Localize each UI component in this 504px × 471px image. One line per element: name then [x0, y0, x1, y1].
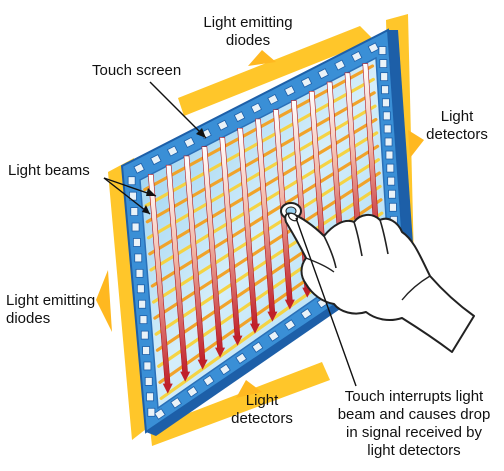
- glow-top-bulge: [248, 50, 276, 66]
- led-bottom: [284, 319, 296, 331]
- led-left: [143, 361, 152, 371]
- led-right: [380, 72, 389, 82]
- label-detectors-right-line1: Light: [440, 108, 474, 125]
- led-left: [139, 315, 148, 325]
- glow-left-bulge: [96, 270, 112, 332]
- label-emitters-left-line1: Light emitting: [6, 292, 96, 309]
- vertical-beam-arrowhead: [249, 323, 260, 334]
- led-left: [144, 377, 153, 386]
- label-detectors-right: Light detectors: [412, 108, 502, 144]
- led-bottom: [202, 374, 215, 387]
- led-left: [146, 392, 154, 402]
- led-bottom: [251, 341, 264, 353]
- leader-arrowheads: [142, 128, 206, 214]
- hand-icon: [284, 212, 475, 353]
- led-bottom: [170, 397, 182, 409]
- led-right: [387, 176, 396, 186]
- led-top: [183, 136, 196, 148]
- label-emitters-left: Light emitting diodes: [6, 292, 95, 328]
- frame-side: [388, 30, 414, 258]
- label-touch-screen: Touch screen: [92, 62, 182, 79]
- led-top: [133, 162, 145, 174]
- led-right: [384, 137, 393, 147]
- vertical-beam-arrowhead: [215, 347, 226, 358]
- label-touch-note-line4: light detectors: [367, 442, 461, 459]
- led-top: [334, 59, 346, 71]
- label-touch-note-line3: in signal received by: [346, 424, 482, 441]
- vertical-beam-arrowhead: [284, 299, 295, 310]
- led-right: [382, 111, 391, 121]
- led-left: [134, 253, 143, 263]
- led-bottom: [235, 352, 248, 365]
- led-left: [142, 346, 150, 355]
- label-emitters-top: Light emitting diodes: [188, 14, 308, 50]
- led-left: [135, 268, 144, 278]
- label-light-beams: Light beams: [8, 162, 90, 179]
- glow-right-bulge: [408, 130, 424, 158]
- led-top: [217, 119, 229, 131]
- led-top: [166, 145, 179, 157]
- led-left: [133, 238, 141, 247]
- led-left: [130, 207, 139, 216]
- led-top: [150, 154, 162, 166]
- led-right: [385, 150, 394, 160]
- glow-bottom-bulge: [236, 380, 262, 398]
- led-left: [131, 222, 140, 232]
- led-right: [381, 85, 389, 95]
- vertical-beams: [147, 63, 383, 394]
- led-top: [284, 85, 296, 97]
- label-detectors-bottom: Light detectors: [222, 392, 302, 428]
- glow-bottom: [150, 362, 330, 446]
- led-left: [127, 176, 136, 186]
- label-detectors-bottom-line1: Light: [245, 392, 279, 409]
- led-top: [300, 76, 313, 88]
- led-left: [136, 284, 145, 294]
- label-touch-note: Touch interrupts light beam and causes d…: [326, 388, 502, 460]
- led-bottom: [267, 330, 280, 342]
- label-touch-note-line1: Touch interrupts light: [344, 388, 484, 405]
- led-top: [250, 102, 262, 114]
- led-left: [147, 407, 156, 417]
- vertical-beam-arrowhead: [232, 335, 243, 346]
- vertical-beam-arrowhead: [180, 371, 191, 382]
- led-right: [389, 202, 397, 212]
- led-right: [379, 59, 388, 68]
- led-left: [140, 330, 149, 340]
- led-right: [386, 163, 395, 173]
- led-right: [383, 124, 392, 134]
- label-emitters-top-line1: Light emitting: [203, 14, 293, 31]
- label-emitters-top-line2: diodes: [225, 32, 271, 49]
- vertical-beam-arrowhead: [162, 383, 173, 394]
- led-top: [267, 93, 279, 105]
- led-top: [317, 68, 329, 80]
- led-right: [388, 189, 396, 199]
- led-top: [233, 111, 246, 123]
- led-bottom: [154, 408, 166, 420]
- led-right: [378, 46, 387, 55]
- led-boxes: [127, 42, 400, 420]
- led-bottom: [186, 386, 199, 398]
- vertical-beam-arrowhead: [267, 311, 278, 322]
- label-touch-note-line2: beam and causes drop: [337, 406, 491, 423]
- led-top: [367, 42, 380, 54]
- vertical-beam-arrowhead: [197, 359, 208, 370]
- label-detectors-right-line2: detectors: [426, 126, 488, 143]
- label-detectors-bottom-line2: detectors: [231, 410, 293, 427]
- glow-top: [178, 26, 374, 116]
- label-emitters-left-line2: diodes: [6, 310, 51, 327]
- led-left: [138, 299, 147, 309]
- led-bottom: [300, 308, 313, 320]
- led-top: [350, 50, 363, 62]
- led-right: [382, 98, 390, 108]
- led-bottom: [219, 363, 231, 376]
